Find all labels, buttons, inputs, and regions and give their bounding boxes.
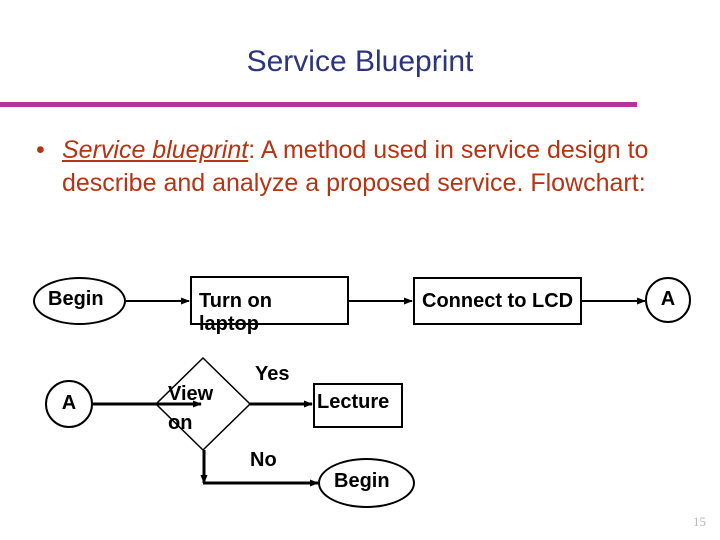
node-connector-a-top-label: A — [660, 288, 676, 310]
bullet-item: • Service blueprint: A method used in se… — [22, 134, 702, 200]
bullet-text: Service blueprint: A method used in serv… — [62, 136, 648, 197]
body-content: • Service blueprint: A method used in se… — [22, 134, 702, 200]
node-begin-top-label: Begin — [48, 288, 104, 310]
node-connector-a-top[interactable] — [645, 277, 691, 323]
node-begin-bottom[interactable] — [318, 458, 415, 508]
node-connector-a-bottom-label: A — [61, 392, 77, 414]
node-connect-to-lcd[interactable] — [413, 277, 582, 325]
node-begin-top[interactable] — [33, 277, 126, 325]
node-connector-a-bottom[interactable] — [45, 380, 93, 428]
node-view-on[interactable] — [155, 357, 251, 451]
bullet-dot-icon: • — [36, 136, 45, 164]
node-turn-on-laptop-label-line1: Turn on — [199, 290, 272, 312]
page-title: Service Blueprint — [246, 45, 474, 78]
edge-label-no: No — [250, 449, 277, 471]
term-emphasis: Service blueprint — [62, 136, 249, 164]
page-number: 15 — [693, 514, 706, 529]
node-connect-to-lcd-label: Connect to LCD — [422, 290, 574, 312]
diamond-shape-icon — [155, 357, 251, 451]
node-view-on-label-line2: on — [168, 412, 193, 434]
title-divider — [0, 102, 637, 107]
node-lecture-label: Lecture — [317, 391, 390, 413]
term-definition: : A method used in service design to des… — [62, 136, 649, 197]
node-view-on-label-line1: View — [168, 383, 214, 405]
node-begin-bottom-label: Begin — [334, 470, 390, 492]
edge-label-yes: Yes — [255, 363, 290, 385]
node-lecture[interactable] — [313, 383, 403, 428]
node-turn-on-laptop[interactable] — [190, 276, 349, 325]
node-turn-on-laptop-label-line2: laptop — [199, 313, 259, 335]
